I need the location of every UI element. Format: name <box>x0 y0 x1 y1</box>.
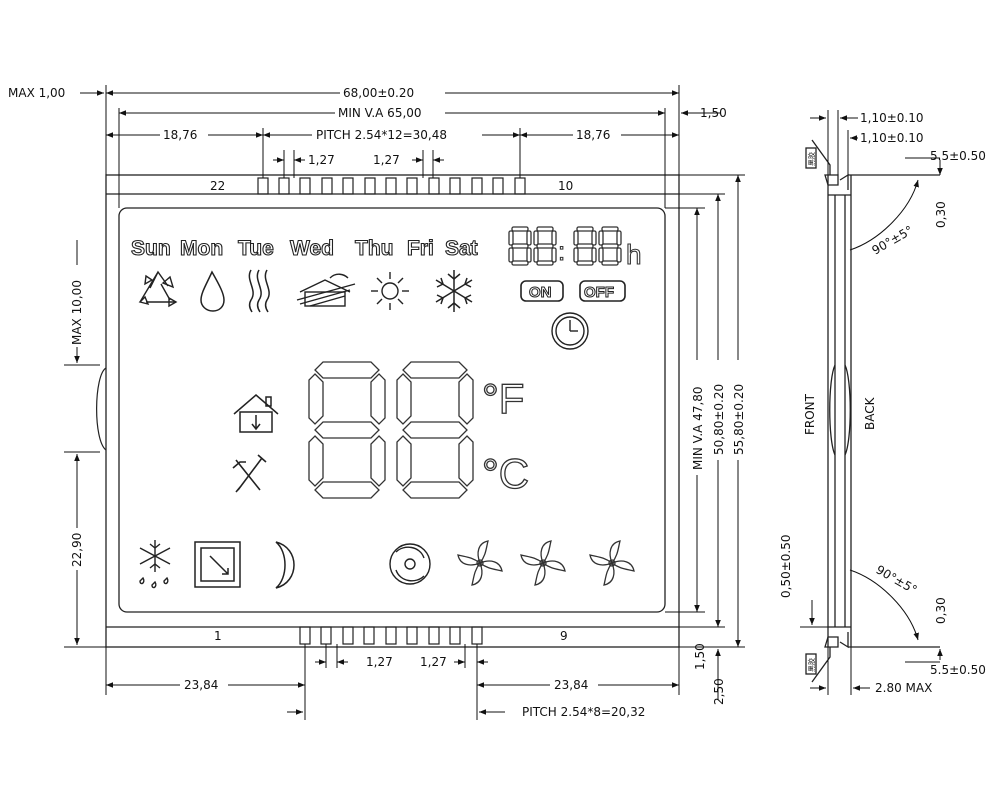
dim-50-80: 50,80±0.20 <box>712 384 726 455</box>
side-050: 0,50±0.50 <box>779 535 793 599</box>
dim-right-18-76: 18,76 <box>576 128 610 142</box>
sun-icon <box>371 272 409 310</box>
dim-55-80: 55,80±0.20 <box>732 384 746 455</box>
dim-pitch-127-b: 1,27 <box>373 153 400 167</box>
dim-min-va-height: MIN V.A 47,80 <box>691 386 705 470</box>
side-front-label: FRONT <box>803 393 817 435</box>
side-55-bottom: 5.5±0.50 <box>930 663 986 677</box>
dim-bottom-127-b: 1,27 <box>420 655 447 669</box>
dim-min-va-width: MIN V.A 65,00 <box>338 106 422 120</box>
pin-1-label: 1 <box>214 629 222 643</box>
hour-unit: h <box>626 239 642 270</box>
clock-colon: : <box>558 236 565 266</box>
dim-pitch-bottom: PITCH 2.54*8=20,32 <box>522 705 645 719</box>
house-icon <box>233 394 279 433</box>
top-pins <box>257 177 526 195</box>
pin-10-label: 10 <box>558 179 573 193</box>
dim-pitch-top: PITCH 2.54*12=30,48 <box>316 128 447 142</box>
heat-waves-icon <box>248 269 270 313</box>
fan-medium-icon <box>520 540 566 586</box>
dim-bottom-127-a: 1,27 <box>366 655 393 669</box>
fan-high-icon <box>589 540 635 586</box>
day-mon: Mon <box>180 237 223 260</box>
side-view <box>805 139 940 683</box>
dim-total-width: 68,00±0.20 <box>343 86 414 100</box>
dim-pitch-127-a: 1,27 <box>308 153 335 167</box>
side-pin-tag-b: 黑胶 <box>807 658 816 672</box>
day-wed: Wed <box>290 237 334 260</box>
on-label: ON <box>529 284 552 301</box>
fan-auto-icon <box>389 543 431 585</box>
unit-fahrenheit: °F <box>482 375 524 422</box>
pin-9-label: 9 <box>560 629 568 643</box>
dim-bottom-23-84-right: 23,84 <box>554 678 588 692</box>
dim-bottom-23-84-left: 23,84 <box>184 678 218 692</box>
moon-icon <box>275 541 295 589</box>
fan-low-icon <box>457 540 503 586</box>
side-030-bottom: 0,30 <box>934 597 948 624</box>
day-fri: Fri <box>407 237 434 260</box>
dim-bottom-1-50: 1,50 <box>693 643 707 670</box>
side-030-top: 0,30 <box>934 201 948 228</box>
pin-22-label: 22 <box>210 179 225 193</box>
off-label: OFF <box>584 284 614 301</box>
recycle-icon <box>138 270 178 308</box>
tools-icon <box>232 454 267 493</box>
day-sat: Sat <box>445 237 478 260</box>
off-indicator: OFF <box>579 280 626 302</box>
side-110-a: 1,10±0.10 <box>860 111 924 125</box>
dim-22-90: 22,90 <box>70 533 84 567</box>
snowflake-icon <box>435 270 473 312</box>
side-back-label: BACK <box>863 396 877 430</box>
clock-icon <box>551 312 589 350</box>
dim-max-left: MAX 1,00 <box>8 86 65 100</box>
top-dimensions <box>80 85 720 208</box>
glass-edge <box>96 367 107 451</box>
lcd-outline <box>105 174 680 648</box>
vacation-icon <box>296 273 356 307</box>
dim-right-1-50: 1,50 <box>700 106 727 120</box>
dim-max-10: MAX 10,00 <box>70 280 84 345</box>
side-dimensions <box>800 110 943 695</box>
window-open-icon <box>194 541 241 588</box>
on-indicator: ON <box>520 280 564 302</box>
day-thu: Thu <box>355 237 393 260</box>
side-55-top: 5.5±0.50 <box>930 149 986 163</box>
side-angle-top: 90°±5° <box>870 223 916 258</box>
unit-celsius: °C <box>482 450 529 497</box>
side-angle-bottom: 90°±5° <box>874 562 920 597</box>
day-tue: Tue <box>238 237 274 260</box>
clock-display: : h <box>508 226 642 271</box>
side-280-max: 2.80 MAX <box>875 681 932 695</box>
bottom-pins <box>299 626 483 645</box>
defrost-icon <box>139 540 171 589</box>
main-temperature-digits <box>308 361 474 499</box>
day-labels: Sun Mon Tue Wed Thu Fri Sat <box>130 236 478 260</box>
day-sun: Sun <box>131 237 171 260</box>
side-pin-tag-a: 黑胶 <box>807 152 816 166</box>
dim-bottom-2-50: 2,50 <box>712 678 726 705</box>
side-110-b: 1,10±0.10 <box>860 131 924 145</box>
dim-left-18-76: 18,76 <box>163 128 197 142</box>
drop-icon <box>200 270 225 312</box>
